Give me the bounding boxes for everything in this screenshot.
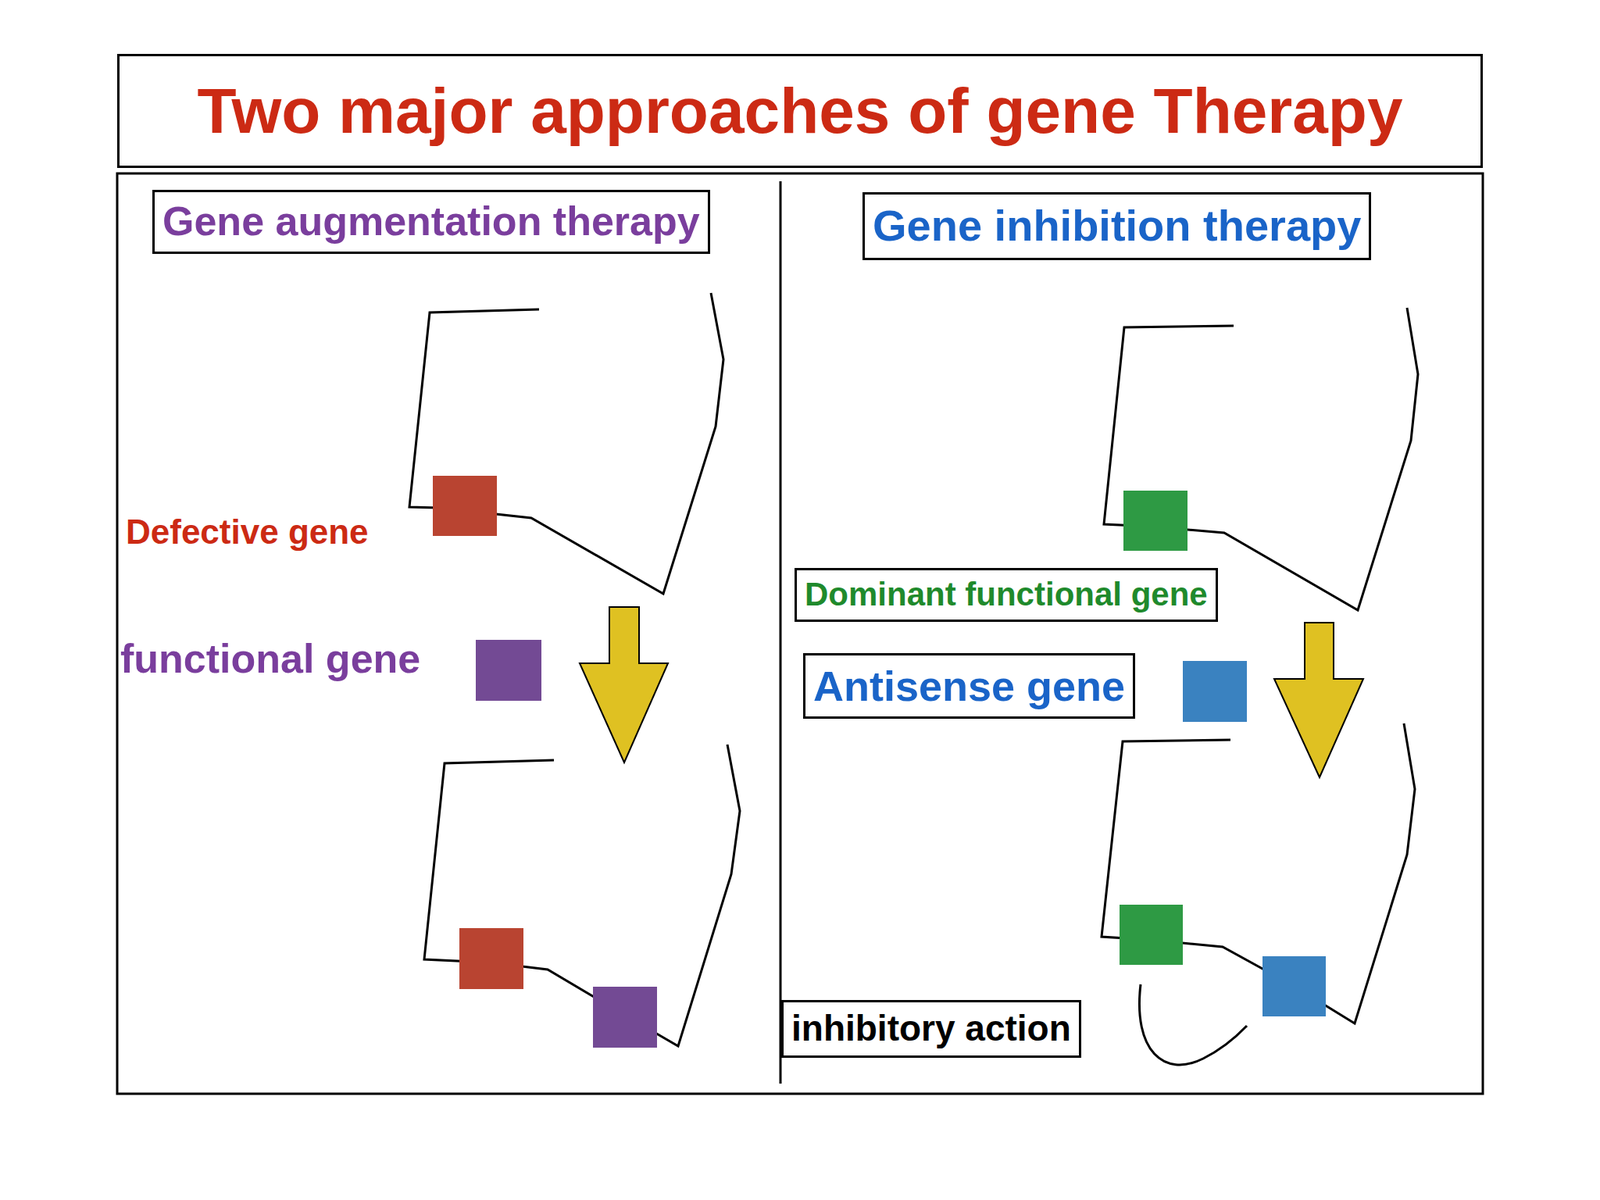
antisense-gene-square bbox=[1262, 956, 1326, 1017]
inhibition-curve bbox=[1139, 984, 1247, 1065]
box-label: inhibitory action bbox=[791, 1005, 1072, 1053]
box-label: Dominant functional gene bbox=[804, 573, 1208, 617]
down-arrow bbox=[1274, 622, 1364, 778]
gene-label: functional gene bbox=[120, 632, 421, 686]
dominant-gene-square bbox=[1123, 490, 1188, 551]
label-box: Dominant functional gene bbox=[794, 567, 1218, 622]
title-box: Two major approaches of gene Therapy bbox=[117, 53, 1483, 168]
defective-gene-square bbox=[459, 928, 524, 990]
functional-gene-square bbox=[592, 986, 658, 1048]
cell-outline bbox=[1103, 307, 1418, 611]
box-label: Gene inhibition therapy bbox=[872, 197, 1361, 255]
cell-outline bbox=[409, 292, 724, 594]
label-box: Antisense gene bbox=[803, 653, 1136, 719]
gene-label: Defective gene bbox=[125, 509, 369, 554]
panel-frame bbox=[117, 173, 1483, 1094]
cell-outline bbox=[1101, 723, 1415, 1024]
box-label: Antisense gene bbox=[813, 658, 1125, 714]
panel-divider bbox=[779, 181, 783, 1084]
label-box: Gene inhibition therapy bbox=[862, 192, 1372, 261]
down-arrow bbox=[579, 607, 668, 763]
box-label: Gene augmentation therapy bbox=[162, 195, 700, 249]
dominant-gene-square bbox=[1119, 904, 1183, 965]
cell-outline bbox=[424, 744, 740, 1047]
label-box: Gene augmentation therapy bbox=[152, 189, 711, 254]
antisense-gene-square bbox=[1182, 660, 1247, 722]
diagram-title: Two major approaches of gene Therapy bbox=[196, 75, 1403, 147]
functional-gene-square bbox=[475, 639, 542, 701]
label-box: inhibitory action bbox=[781, 1000, 1082, 1058]
defective-gene-square bbox=[432, 475, 497, 536]
